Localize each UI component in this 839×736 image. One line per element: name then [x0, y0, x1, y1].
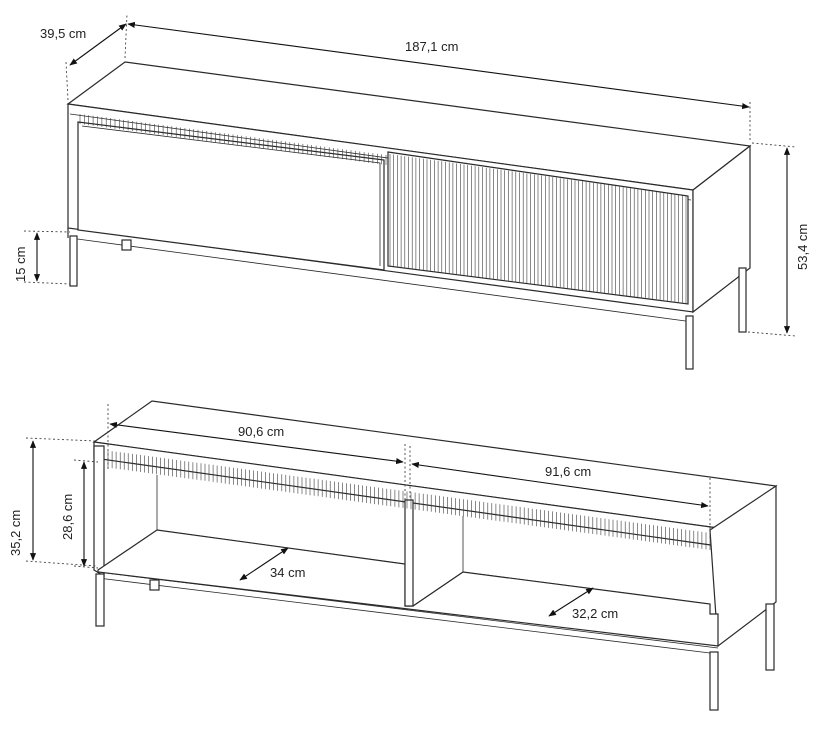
dim-left-depth-label: 34 cm: [270, 565, 305, 580]
open-cabinet-left-side: [93, 445, 105, 578]
cabinet-right-side: [692, 144, 751, 314]
dim-depth-label: 39,5 cm: [40, 26, 86, 41]
open-leg-front-right: [709, 651, 719, 711]
dim-width-label: 187,1 cm: [405, 39, 458, 54]
ribbing-strip-top: [79, 114, 387, 165]
leg-back-left: [121, 239, 132, 251]
leg-back-right: [738, 267, 747, 333]
dim-outer-height-label: 35,2 cm: [8, 510, 23, 556]
dim-left-width-label: 90,6 cm: [238, 424, 284, 439]
open-cabinet-drawing: 90,6 cm 91,6 cm 35,2 cm 28,6 cm 34 cm 32…: [8, 400, 778, 711]
leg-front-right: [685, 315, 694, 370]
left-flap-door: [77, 121, 385, 271]
ribbing-right-door: [389, 154, 687, 303]
middle-divider: [404, 499, 414, 607]
dim-right-depth-label: 32,2 cm: [572, 606, 618, 621]
open-leg-front-left: [95, 573, 105, 627]
dim-right-width-label: 91,6 cm: [545, 464, 591, 479]
dim-inner-height-label: 28,6 cm: [60, 494, 75, 540]
open-cabinet-right-side: [709, 484, 777, 648]
dim-height-label: 53,4 cm: [795, 224, 810, 270]
dim-leg-label: 15 cm: [13, 247, 28, 282]
open-leg-back-right: [765, 603, 775, 671]
leg-front-left: [69, 235, 78, 287]
closed-cabinet-drawing: 39,5 cm 187,1 cm 53,4 cm 15 cm: [13, 13, 810, 370]
open-leg-back-left: [149, 579, 160, 591]
